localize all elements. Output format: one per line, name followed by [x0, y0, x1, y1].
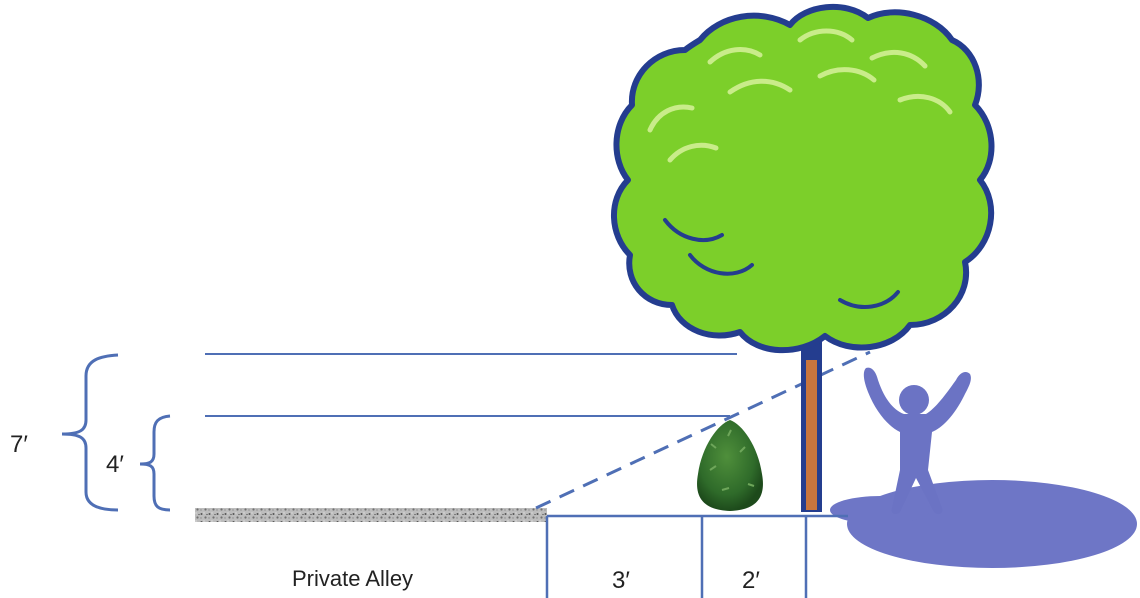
offset-label-3ft: 3′ [612, 567, 630, 594]
person-figure [863, 367, 971, 515]
offset-label-2ft: 2′ [742, 567, 760, 594]
brace-4ft [139, 414, 171, 512]
brace-7ft [61, 353, 119, 512]
person-shadow [830, 480, 1137, 568]
shrub [697, 420, 763, 511]
sight-line [535, 350, 871, 510]
alley-label: Private Alley [292, 566, 413, 591]
height-label-7ft: 7′ [10, 431, 28, 458]
height-label-4ft: 4′ [106, 451, 124, 478]
tree-foliage [611, 3, 995, 354]
alley-gravel-strip [195, 508, 547, 522]
tree-trunk [801, 296, 822, 512]
